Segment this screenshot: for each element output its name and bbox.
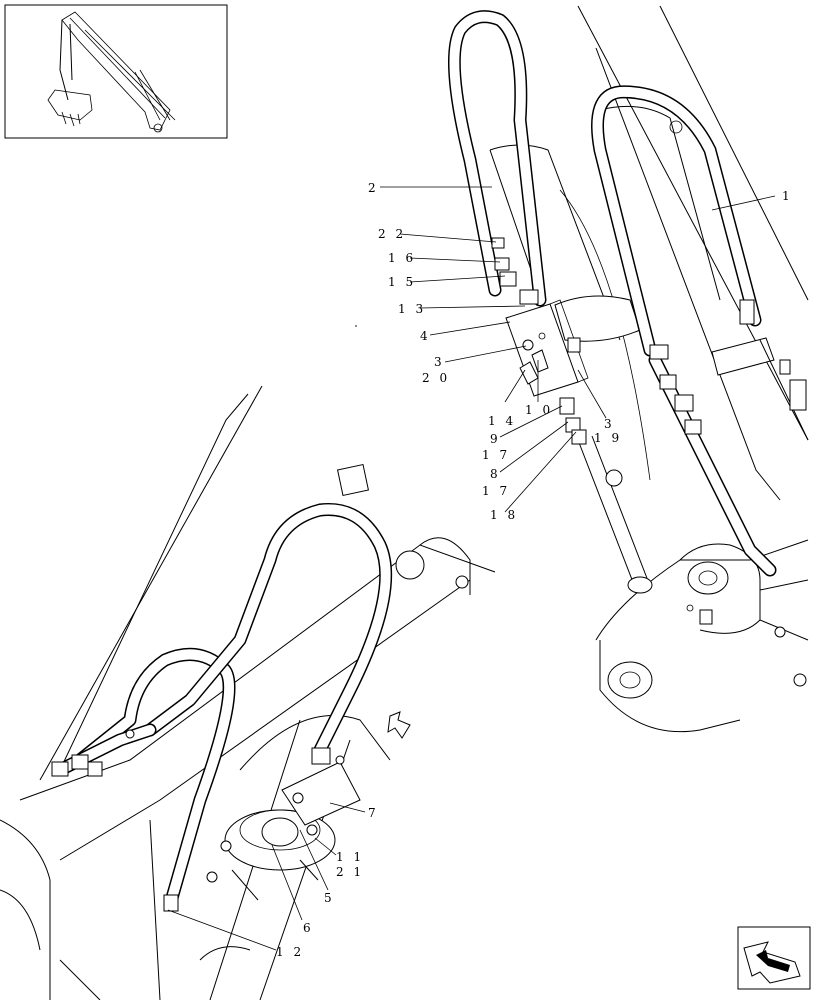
upper-fittings	[336, 237, 791, 497]
excavator-arm-thumbnail-icon	[47, 11, 176, 133]
direction-arrow-icon	[387, 711, 411, 739]
callout-13: 1 3	[398, 302, 426, 316]
callout-10: 1 0	[525, 403, 553, 417]
callout-15: 1 5	[388, 275, 416, 289]
locator-thumbnail	[4, 4, 228, 139]
callout-1: 1	[782, 189, 793, 203]
callout-5: 5	[324, 891, 335, 905]
callout-17-upper: 1 7	[482, 448, 510, 462]
callout-19: 1 9	[594, 431, 622, 445]
callout-11: 1 1	[336, 850, 364, 864]
callout-12: 1 2	[276, 945, 304, 959]
callout-4: 4	[420, 329, 431, 343]
lower-boom-structure	[0, 385, 496, 1000]
callout-14: 1 4	[488, 414, 516, 428]
callout-9: 9	[490, 432, 501, 446]
callout-18: 1 8	[490, 508, 518, 522]
callout-3-upper: 3	[434, 355, 445, 369]
callout-7: 7	[368, 806, 379, 820]
callout-21: 2 1	[336, 865, 364, 879]
leader-lines	[167, 186, 776, 951]
callout-16: 1 6	[388, 251, 416, 265]
hose-2	[447, 10, 547, 307]
callout-6: 6	[303, 921, 314, 935]
callout-20: 2 0	[422, 371, 450, 385]
callout-labels: 1 2 2 2 1 6 1 5 1 3 4 3 2 0 1 4 1 0 3 1 …	[276, 181, 793, 959]
callout-22: 2 2	[378, 227, 406, 241]
callout-3-lower: 3	[604, 417, 615, 431]
callout-2: 2	[368, 181, 379, 195]
hose-1	[591, 85, 777, 577]
lower-hoses	[51, 502, 393, 912]
callout-8: 8	[490, 467, 501, 481]
navigation-arrow-icon[interactable]	[737, 926, 811, 990]
callout-17-lower: 1 7	[482, 484, 510, 498]
